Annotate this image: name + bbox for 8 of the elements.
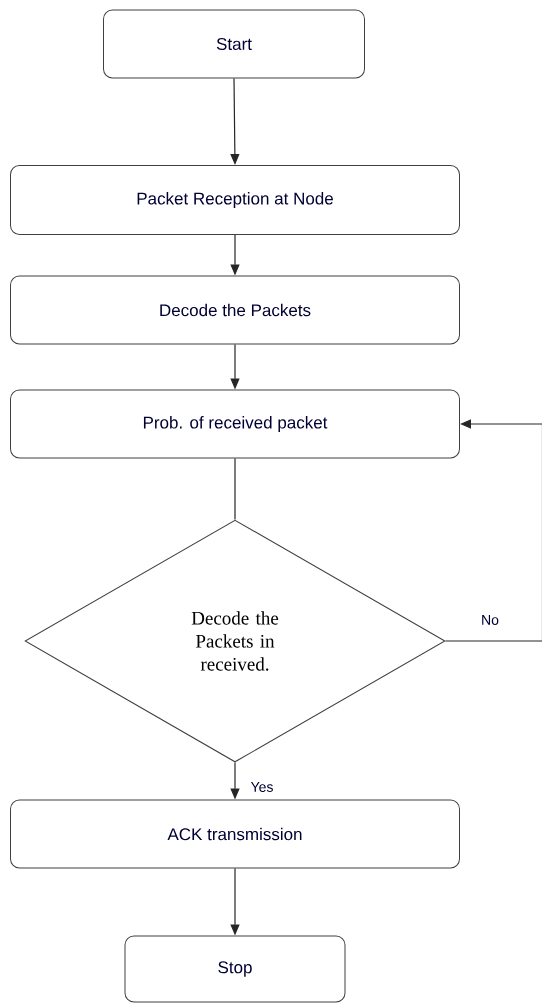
edge-label: Yes	[249, 781, 275, 793]
terminal-box: Start	[103, 9, 365, 79]
process-box: Prob. of received packet	[10, 389, 460, 459]
edge-label: No	[480, 614, 500, 626]
terminal-box: Stop	[124, 935, 346, 1003]
process-box: Packet Reception at Node	[10, 165, 460, 235]
process-box: ACK transmission	[10, 799, 460, 869]
process-box: Decode the Packets	[10, 275, 460, 345]
